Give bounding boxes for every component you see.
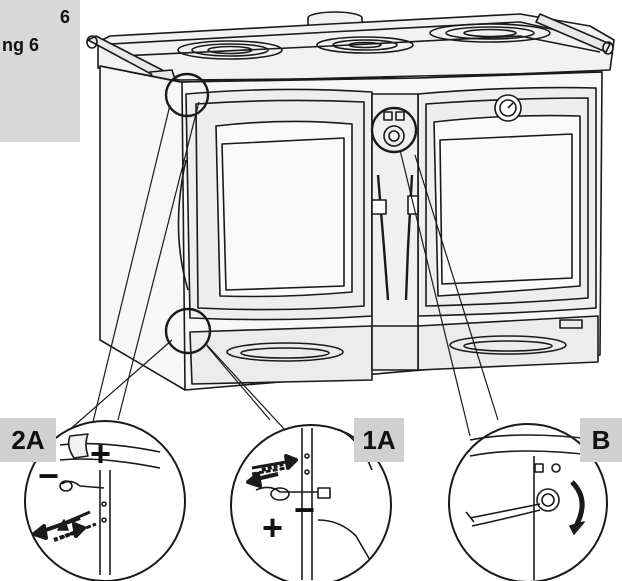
ash-drawer-left — [189, 325, 373, 385]
arrows-2a — [32, 516, 86, 542]
rail-right — [535, 13, 614, 55]
hotplate-right — [429, 23, 551, 43]
oven-door-left — [177, 88, 373, 321]
caption-line-1: 6 — [60, 7, 71, 27]
caption-line-2: ng 6 — [2, 35, 40, 55]
detail-ring-center — [370, 106, 418, 154]
hotplate-left — [177, 40, 283, 60]
center-column — [371, 93, 419, 341]
minus-sign-1a: − — [294, 489, 316, 530]
callout-label-b: B — [580, 418, 622, 462]
callout-label-2a: 2A — [0, 418, 56, 462]
hotplate-middle — [316, 36, 414, 54]
arrows-1a — [246, 454, 298, 488]
plus-sign-1a: + — [262, 507, 284, 548]
plus-sign-2a: + — [90, 433, 112, 474]
detail-ring-bottom-left — [164, 307, 212, 355]
caption-box: 6 ng 6 — [0, 0, 80, 142]
callout-label-1a: 1A — [354, 418, 404, 462]
minus-sign-2a: − — [38, 455, 60, 496]
detail-ring-top-left — [164, 72, 210, 118]
ash-drawer-right — [417, 315, 599, 371]
detail-bubble-1a — [230, 424, 392, 581]
oven-door-right — [417, 86, 597, 317]
thermometer-dial — [494, 94, 522, 122]
